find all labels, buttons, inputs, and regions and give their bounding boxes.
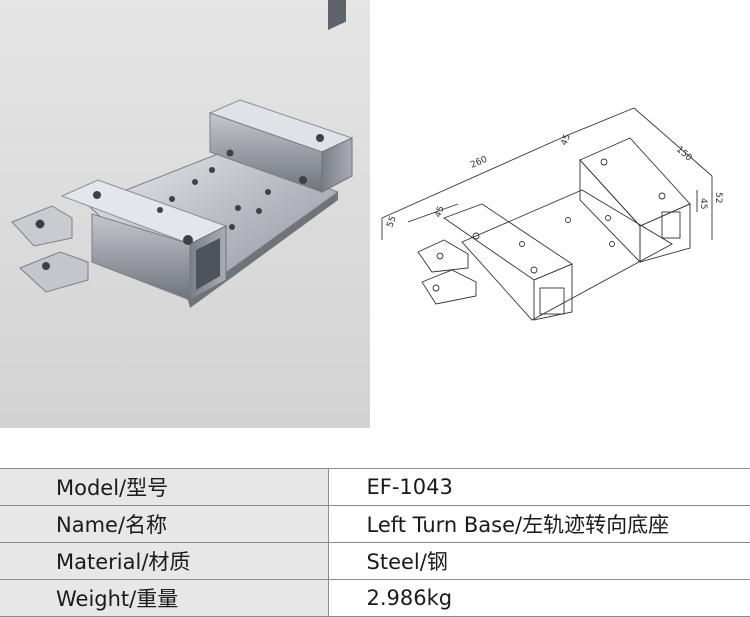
technical-drawing: 260 45 150 52 45 55 45: [372, 0, 750, 428]
spec-label-weight: Weight/重量: [0, 579, 329, 617]
spec-value-material: Steel/钢: [328, 542, 750, 580]
dim-length: 260: [469, 155, 489, 171]
spec-label-material: Material/材质: [0, 542, 329, 580]
spec-row-model: Model/型号 EF-1043: [0, 468, 750, 506]
dim-tab-width: 45: [433, 205, 446, 219]
spec-row-material: Material/材质 Steel/钢: [0, 542, 750, 580]
spec-label-name: Name/名称: [0, 505, 329, 543]
product-photo-image: [11, 0, 354, 308]
dim-inner-height: 45: [698, 198, 708, 209]
dim-tube-width: 45: [560, 133, 574, 147]
spec-row-name: Name/名称 Left Turn Base/左轨迹转向底座: [0, 505, 750, 543]
spec-value-model: EF-1043: [328, 468, 750, 506]
dim-tab-offset: 55: [385, 215, 398, 229]
spec-value-name: Left Turn Base/左轨迹转向底座: [328, 505, 750, 543]
spec-table: Model/型号 EF-1043 Name/名称 Left Turn Base/…: [0, 468, 750, 617]
dim-height: 52: [713, 192, 723, 203]
product-photo: [0, 0, 370, 428]
spec-label-model: Model/型号: [0, 468, 329, 506]
dim-tube-length: 150: [674, 145, 694, 164]
spec-value-weight: 2.986kg: [328, 579, 750, 617]
dimension-drawing: 260 45 150 52 45 55 45: [381, 107, 723, 321]
spec-row-weight: Weight/重量 2.986kg: [0, 579, 750, 617]
